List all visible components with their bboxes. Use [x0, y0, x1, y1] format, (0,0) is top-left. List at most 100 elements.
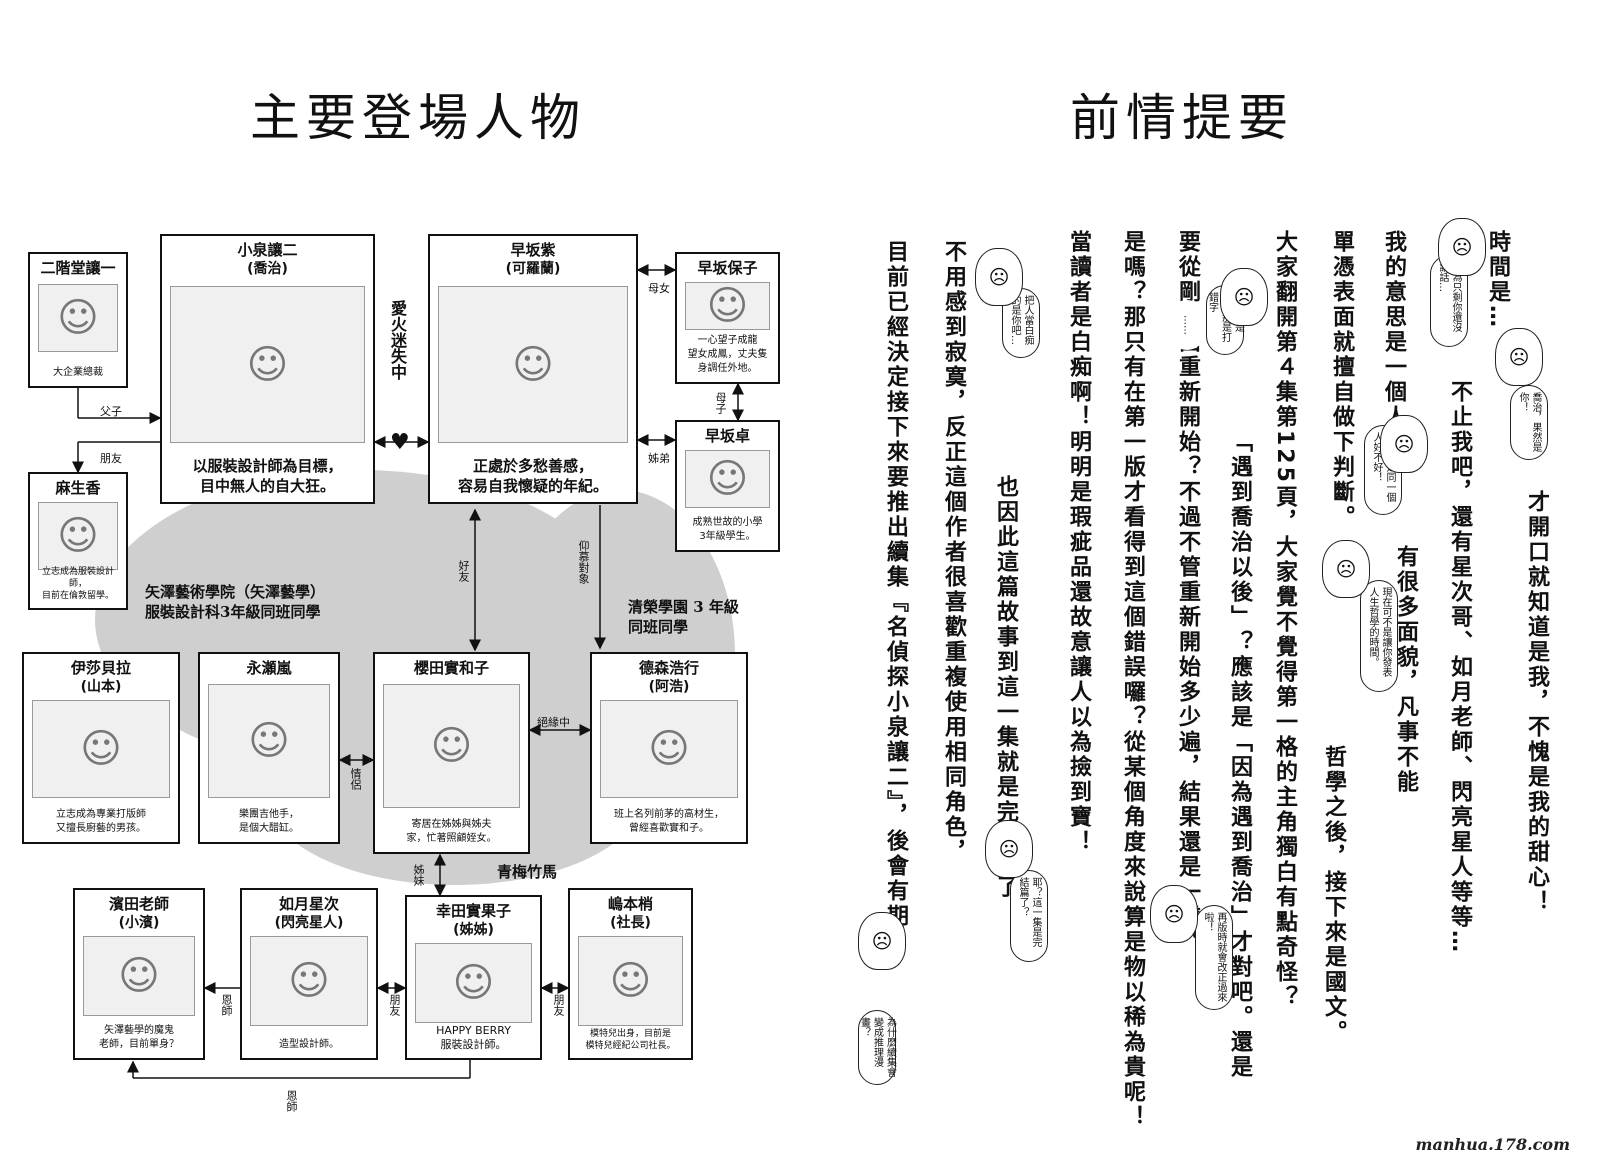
character-desc: 正處於多愁善感， 容易自我懷疑的年紀。	[457, 457, 608, 495]
summary-column-4: 我的意思是一個人	[1381, 230, 1406, 430]
character-name: 麻生香	[55, 479, 101, 497]
group-label-childhood: 青梅竹馬	[497, 863, 558, 881]
portrait-icon: ☺	[170, 286, 365, 443]
label-mentor2: 恩師	[285, 1090, 298, 1112]
character-desc: 矢澤藝學的魔鬼 老師，目前單身？	[99, 1025, 179, 1050]
character-card-mikako: 櫻田實和子 ☺ 寄居在姊姊與姊夫 家，忙著照顧姪女。	[373, 652, 530, 854]
speech-bubble: 為什麼續集會變成推理漫畫？	[858, 1010, 896, 1085]
character-name: 濱田老師	[108, 895, 169, 913]
character-nickname: (社長)	[610, 915, 651, 931]
label-love: 愛火迷失中	[388, 300, 407, 380]
character-name: 櫻田實和子	[413, 659, 489, 677]
character-card-koizumi: 小泉讓二 (喬治) ☺ 以服裝設計師為目標， 目中無人的自大狂。	[160, 234, 375, 504]
speech-bubble: 耶？這一集是完結篇了？	[1010, 870, 1048, 962]
character-desc: 寄居在姊姊與姊夫 家，忙著照顧姪女。	[406, 819, 497, 844]
portrait-icon: ☺	[208, 684, 330, 798]
character-desc: 模特兒出身，目前是 模特兒經紀公司社長。	[585, 1029, 676, 1051]
summary-column-2: 才開口就知道是我，不愧是我的甜心！	[1524, 490, 1549, 915]
character-card-kisaragi: 如月星次 (閃亮星人) ☺ 造型設計師。	[240, 888, 378, 1060]
label-mother-daughter: 母女	[648, 282, 670, 295]
portrait-icon: ☺	[415, 943, 532, 1023]
speech-bubble: 再版時就會改正過來啦！	[1195, 905, 1233, 1010]
label-mentor: 恩師	[220, 994, 233, 1016]
label-good-friend: 好友	[457, 560, 470, 582]
label-siblings: 姊弟	[648, 452, 670, 465]
portrait-icon: ☺	[600, 700, 738, 798]
character-card-isabella: 伊莎貝拉 (山本) ☺ 立志成為專業打版師 又擅長廚藝的男孩。	[22, 652, 180, 844]
right-page-title: 前情提要	[1070, 89, 1294, 147]
portrait-icon: ☺	[383, 684, 520, 808]
label-broken-up: 絕緣中	[537, 716, 570, 729]
speech-bubble: 現在可不是讓你發表人生哲學的時間。	[1360, 580, 1398, 692]
character-card-shimamoto: 嶋本梢 (社長) ☺ 模特兒出身，目前是 模特兒經紀公司社長。	[568, 888, 693, 1060]
label-admire: 仰慕對象	[577, 540, 590, 584]
portrait-icon: ☺	[32, 700, 170, 798]
portrait-icon: ☺	[38, 502, 118, 570]
character-name: 早坂保子	[697, 259, 758, 277]
narrator-face-icon: ☹	[1150, 885, 1198, 943]
summary-column-9: 要從剛見面重新開始？不過不管重新開始多少遍，結果還是一樣。	[1175, 230, 1200, 955]
group-label-seisou: 清榮學園 3 年級 同班同學	[628, 598, 739, 636]
character-card-kouda: 幸田實果子 (姊姊) ☺ HAPPY BERRY 服裝設計師。	[405, 895, 542, 1060]
summary-column-8: 大家翻開第４集第125頁，大家覺不覺得第一格的主角獨白有點奇怪？	[1272, 230, 1297, 1010]
character-desc: HAPPY BERRY 服裝設計師。	[436, 1024, 511, 1051]
label-mother-son: 母子	[714, 392, 727, 414]
character-desc: 大企業總裁	[53, 367, 103, 378]
label-sisters: 姊妹	[412, 864, 425, 886]
narrator-face-icon: ☹	[1220, 268, 1268, 326]
character-nickname: (阿浩)	[648, 679, 690, 695]
character-desc: 班上名列前茅的高材生， 曾經喜歡實和子。	[614, 809, 724, 834]
character-nickname: (姊姊)	[453, 922, 494, 938]
character-name: 如月星次	[278, 895, 339, 913]
portrait-icon: ☺	[685, 450, 770, 508]
character-name: 伊莎貝拉	[70, 659, 131, 677]
character-desc: 以服裝設計師為目標， 目中無人的自大狂。	[192, 457, 343, 495]
label-friend3: 朋友	[552, 994, 565, 1016]
character-card-aso: 麻生香 ☺ 立志成為服裝設計師， 目前在倫敦留學。	[28, 472, 128, 610]
character-name: 幸田實果子	[435, 902, 511, 920]
summary-column-15: 目前已經決定接下來要推出續集『名偵探小泉讓二』，後會有期！	[883, 240, 908, 954]
narrator-face-icon: ☹	[985, 820, 1033, 878]
character-desc: 一心望子成龍 望女成鳳，丈夫隻 身調任外地。	[687, 335, 768, 374]
narrator-face-icon: ☹	[975, 248, 1023, 306]
character-nickname: (閃亮星人)	[274, 915, 344, 931]
character-name: 德森浩行	[638, 659, 699, 677]
group-label-yazawa: 矢澤藝術學院（矢澤藝學） 服裝設計科3年級同班同學	[145, 583, 326, 621]
summary-column-14: 不用感到寂寞，反正這個作者很喜歡重複使用相同角色，	[941, 240, 966, 865]
character-card-hayasaka-yasuko: 早坂保子 ☺ 一心望子成龍 望女成鳳，丈夫隻 身調任外地。	[675, 252, 780, 384]
summary-column-1: 時間是…	[1485, 230, 1510, 330]
character-nickname: (山本)	[80, 679, 122, 695]
summary-column-6: 單憑表面就擅自做下判斷。	[1329, 230, 1354, 530]
character-nickname: (喬治)	[247, 261, 288, 277]
character-card-hamada: 濱田老師 (小濱) ☺ 矢澤藝學的魔鬼 老師，目前單身？	[73, 888, 205, 1060]
character-desc: 樂團吉他手， 是個大醋缸。	[239, 809, 299, 834]
label-father-son: 父子	[100, 405, 122, 418]
character-card-hayasaka-suguru: 早坂卓 ☺ 成熟世故的小學 3年級學生。	[675, 420, 780, 552]
narrator-face-icon: ☹	[1438, 218, 1486, 276]
portrait-icon: ☺	[685, 282, 770, 330]
portrait-icon: ☺	[250, 936, 368, 1026]
narrator-face-icon: ☹	[1380, 415, 1428, 473]
character-name: 二階堂讓一	[40, 259, 116, 277]
character-name: 早坂紫	[510, 241, 556, 259]
character-desc: 造型設計師。	[279, 1039, 339, 1050]
label-friend: 朋友	[100, 452, 122, 465]
watermark: manhua.178.com	[1415, 1135, 1570, 1154]
summary-column-11: 是嗎？那只有在第一版才看得到這個錯誤囉？從某個角度來說算是物以稀為貴呢！	[1120, 230, 1145, 1130]
character-desc: 成熟世故的小學 3年級學生。	[692, 517, 763, 542]
label-friend2: 朋友	[388, 994, 401, 1016]
heart-icon: ♥	[390, 430, 410, 455]
character-name: 嶋本梢	[607, 895, 653, 913]
summary-column-12: 當讀者是白痴啊！明明是瑕疵品還故意讓人以為撿到寶！	[1066, 230, 1091, 855]
portrait-icon: ☺	[438, 286, 628, 443]
summary-column-7: 哲學之後，接下來是國文。	[1321, 745, 1346, 1045]
character-name: 小泉讓二	[237, 241, 298, 259]
character-nickname: (可羅蘭)	[505, 261, 561, 277]
portrait-icon: ☺	[38, 284, 118, 352]
summary-column-3: 不止我吧，還有星次哥、如月老師、閃亮星人等等…	[1447, 380, 1472, 955]
speech-bubble: ……	[1168, 300, 1206, 350]
character-card-nagase: 永瀬嵐 ☺ 樂團吉他手， 是個大醋缸。	[198, 652, 340, 844]
narrator-face-icon: ☹	[858, 912, 906, 970]
speech-bubble: 喬治，果然是你！	[1510, 385, 1548, 460]
